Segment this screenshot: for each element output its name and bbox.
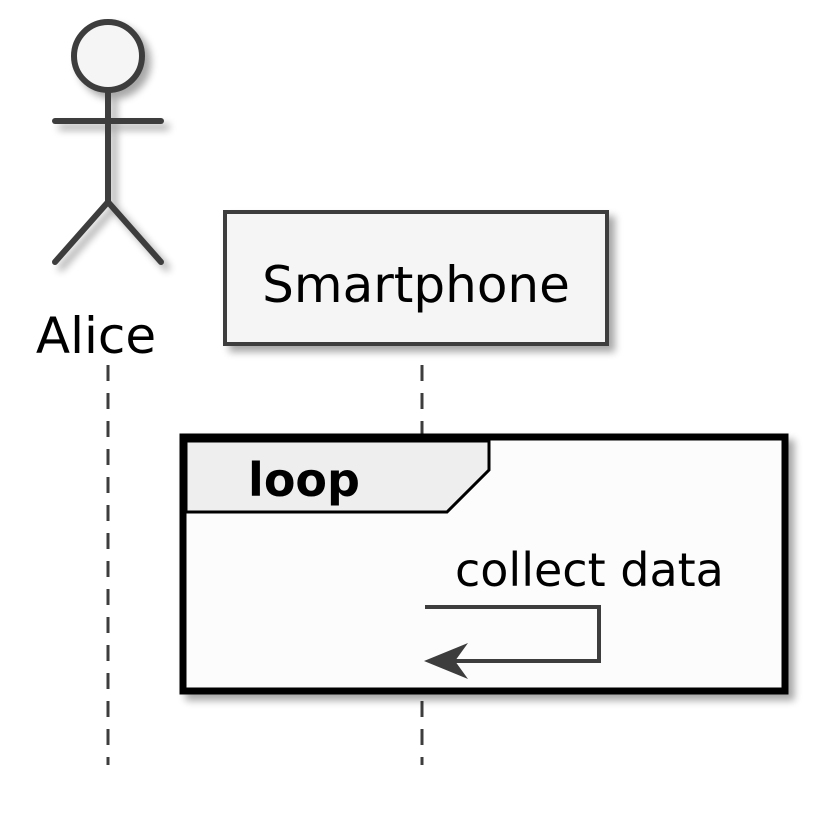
arrowhead-icon — [424, 643, 468, 679]
smartphone-label: Smartphone — [262, 256, 570, 314]
alice-actor-icon[interactable] — [52, 19, 164, 265]
self-message-arrow[interactable] — [424, 605, 601, 679]
message-label: collect data — [455, 543, 724, 597]
loop-fragment: loop — [179, 433, 789, 695]
alice-label: Alice — [36, 307, 156, 365]
loop-fragment-header — [184, 439, 491, 514]
loop-fragment-label: loop — [248, 453, 360, 507]
smartphone-participant-box[interactable] — [223, 210, 609, 346]
smartphone-participant[interactable]: Smartphone — [223, 210, 609, 346]
